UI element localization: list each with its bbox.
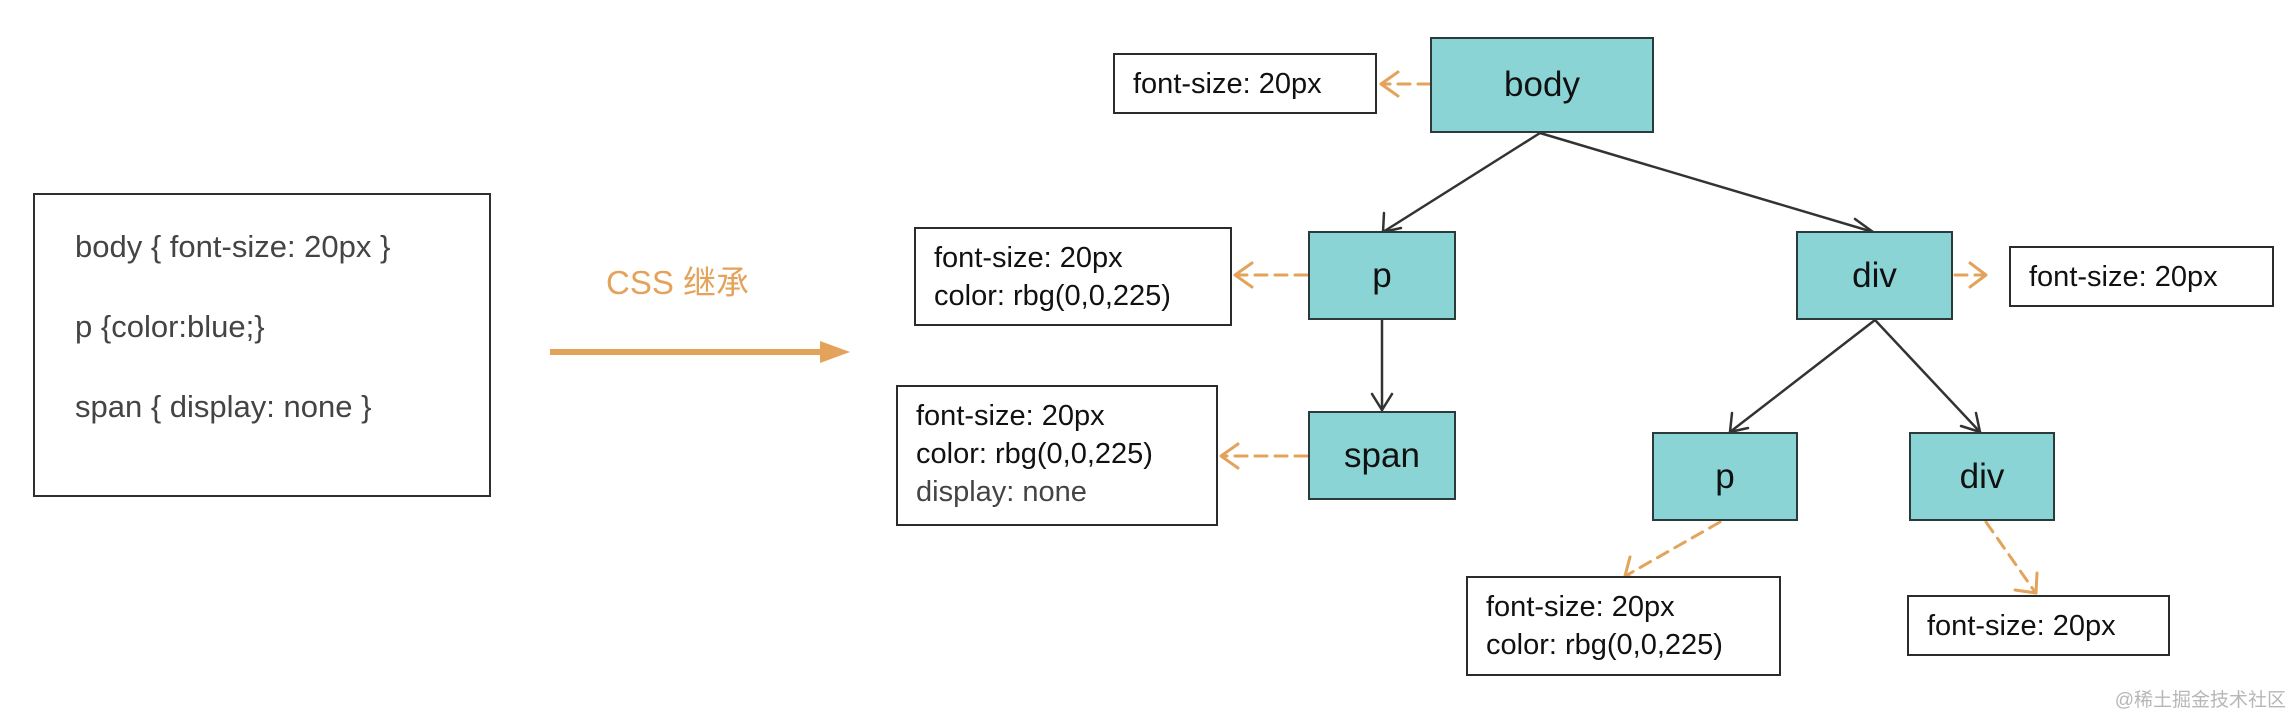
prop-line: display: none [916, 476, 1087, 508]
inherit-arrow-div-div [1984, 520, 2039, 595]
rule-body: body { font-size: 20px } [75, 229, 391, 264]
edge-p-span [1370, 318, 1394, 413]
props-body: font-size: 20px [1113, 53, 1377, 114]
inherit-arrow-div [1953, 261, 1988, 289]
node-div-p: p [1652, 432, 1798, 521]
props-div-div: font-size: 20px [1907, 595, 2170, 656]
edge-div-div [1873, 318, 1982, 434]
props-div-p: font-size: 20px color: rbg(0,0,225) [1466, 576, 1781, 676]
inherit-arrow-span [1219, 442, 1309, 470]
rule-p: p {color:blue;} [75, 309, 265, 344]
inheritance-label: CSS 继承 [606, 264, 750, 301]
prop-line: color: rbg(0,0,225) [934, 280, 1171, 312]
inherit-arrow-body [1379, 70, 1432, 98]
prop-line: color: rbg(0,0,225) [916, 438, 1153, 470]
node-body: body [1430, 37, 1654, 133]
prop-line: font-size: 20px [2029, 261, 2218, 293]
main-inheritance-arrow [550, 341, 850, 363]
node-div: div [1796, 231, 1953, 320]
edge-body-div [1538, 131, 1877, 237]
rule-span: span { display: none } [75, 389, 372, 424]
css-rules-box: body { font-size: 20px } p {color:blue;}… [33, 193, 491, 497]
prop-line: color: rbg(0,0,225) [1486, 629, 1723, 661]
node-span: span [1308, 411, 1456, 500]
node-p: p [1308, 231, 1456, 320]
node-div-div: div [1909, 432, 2055, 521]
inherit-arrow-p [1233, 261, 1309, 289]
props-p: font-size: 20px color: rbg(0,0,225) [914, 227, 1232, 326]
props-div: font-size: 20px [2009, 246, 2274, 307]
edge-body-p [1381, 131, 1542, 234]
prop-line: font-size: 20px [1927, 610, 2116, 642]
watermark: @稀土掘金技术社区 [2114, 690, 2286, 711]
prop-line: font-size: 20px [934, 242, 1123, 274]
edge-div-p [1728, 318, 1877, 434]
inherit-arrow-div-p [1623, 520, 1722, 582]
prop-line: font-size: 20px [1133, 68, 1322, 100]
prop-line: font-size: 20px [916, 400, 1105, 432]
props-span: font-size: 20px color: rbg(0,0,225) disp… [896, 385, 1218, 526]
prop-line: font-size: 20px [1486, 591, 1675, 623]
